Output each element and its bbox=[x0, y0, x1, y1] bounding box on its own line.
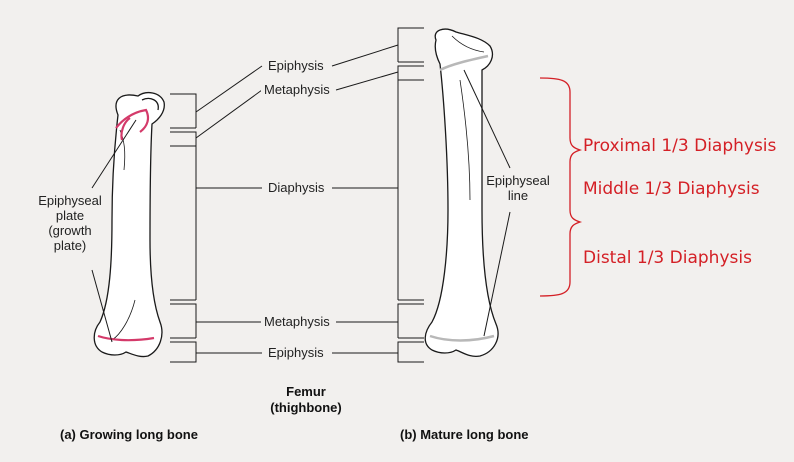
epiphyseal-line-line-1: Epiphyseal bbox=[486, 173, 550, 188]
leader-lines bbox=[91, 44, 511, 354]
annotation-middle: Middle 1/3 Diaphysis bbox=[583, 179, 760, 199]
label-metaphysis-top: Metaphysis bbox=[261, 82, 333, 97]
annotation-proximal: Proximal 1/3 Diaphysis bbox=[583, 136, 777, 156]
label-epiphysis-top: Epiphysis bbox=[265, 58, 327, 73]
label-epiphyseal-plate: Epiphyseal plate (growth plate) bbox=[30, 193, 110, 253]
thirds-brackets bbox=[539, 77, 583, 297]
epiphyseal-line-marks bbox=[429, 54, 495, 342]
label-diaphysis: Diaphysis bbox=[265, 180, 328, 195]
epiphyseal-plate-line-1: Epiphyseal bbox=[38, 193, 102, 208]
epiphyseal-plate-line-4: plate) bbox=[53, 238, 87, 253]
growing-femur-bone bbox=[93, 91, 165, 358]
epiphyseal-line-line-2: line bbox=[507, 188, 529, 203]
growing-region-brackets bbox=[170, 93, 197, 363]
epiphyseal-plate-line-2: plate bbox=[55, 208, 85, 223]
growth-plate-lines bbox=[97, 108, 155, 342]
epiphyseal-plate-line-3: (growth bbox=[48, 223, 92, 238]
caption-mature: (b) Mature long bone bbox=[400, 427, 529, 442]
annotation-distal: Distal 1/3 Diaphysis bbox=[583, 248, 752, 268]
label-epiphyseal-line: Epiphyseal line bbox=[478, 173, 558, 203]
caption-growing: (a) Growing long bone bbox=[60, 427, 198, 442]
label-epiphysis-bottom: Epiphysis bbox=[265, 345, 327, 360]
caption-femur-line-1: Femur bbox=[286, 384, 326, 399]
mature-region-brackets bbox=[397, 27, 424, 363]
caption-femur-line-2: (thighbone) bbox=[270, 400, 342, 415]
caption-femur: Femur (thighbone) bbox=[256, 384, 356, 416]
mature-femur-bone bbox=[424, 28, 499, 358]
label-metaphysis-bottom: Metaphysis bbox=[261, 314, 333, 329]
